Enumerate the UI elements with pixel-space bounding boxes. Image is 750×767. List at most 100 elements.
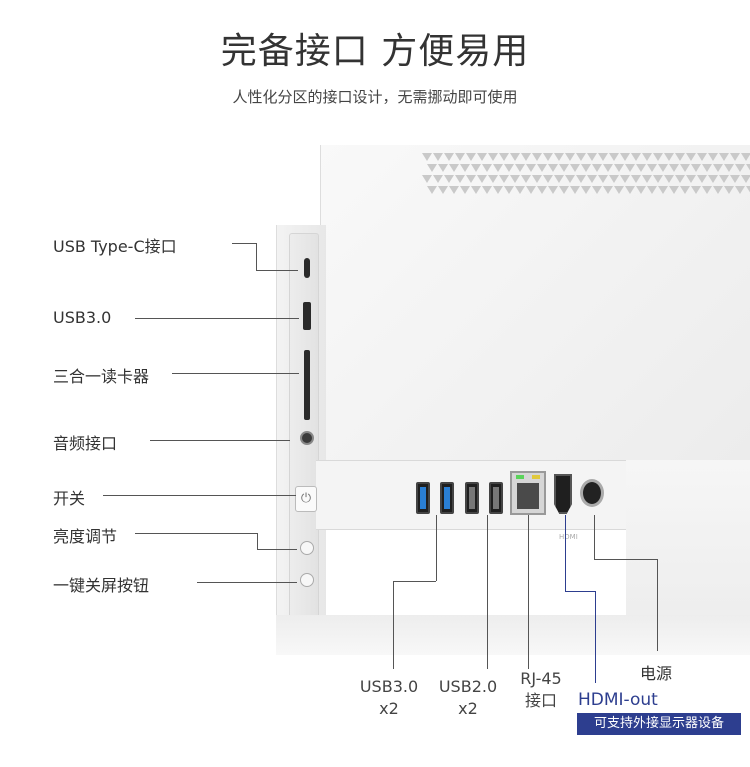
- vent-hole: [466, 153, 476, 161]
- power-button[interactable]: ⏻: [295, 486, 317, 512]
- rear-usb3-port-2[interactable]: [440, 482, 454, 514]
- label-power-in: 电源: [640, 664, 673, 683]
- vent-hole: [724, 186, 734, 194]
- vent-hole: [488, 153, 498, 161]
- usb-type-c-port[interactable]: [304, 258, 310, 278]
- card-reader-callout-line: [172, 373, 299, 374]
- usb3-callout-line: [135, 318, 299, 319]
- vent-hole: [477, 175, 487, 183]
- vent-hole: [537, 186, 547, 194]
- power-in-callout-line-v: [594, 515, 595, 559]
- vent-hole: [433, 175, 443, 183]
- vent-hole: [730, 153, 740, 161]
- vent-hole: [427, 164, 437, 172]
- vent-hole: [724, 164, 734, 172]
- vent-hole: [576, 153, 586, 161]
- vent-hole: [438, 164, 448, 172]
- usb20-name: USB2.0: [438, 677, 498, 696]
- vent-hole: [466, 175, 476, 183]
- vent-hole: [493, 164, 503, 172]
- vent-hole: [675, 153, 685, 161]
- vent-hole: [631, 175, 641, 183]
- vent-hole: [713, 186, 723, 194]
- vent-hole: [746, 186, 750, 194]
- vent-hole: [664, 175, 674, 183]
- vent-hole: [515, 164, 525, 172]
- label-hdmi-out: HDMI-out: [578, 690, 658, 710]
- brightness-button[interactable]: [300, 541, 314, 555]
- rj45-sub: 接口: [524, 691, 557, 710]
- vent-hole: [482, 164, 492, 172]
- vent-hole: [691, 164, 701, 172]
- vent-hole: [702, 164, 712, 172]
- rj45-activity-led: [532, 475, 540, 479]
- vent-hole: [686, 153, 696, 161]
- rj45-name: RJ-45: [520, 669, 562, 688]
- vent-hole: [554, 175, 564, 183]
- vent-hole: [460, 186, 470, 194]
- vent-hole: [713, 164, 723, 172]
- vent-hole: [565, 175, 575, 183]
- vent-hole: [603, 186, 613, 194]
- vent-hole: [471, 186, 481, 194]
- power-icon: ⏻: [300, 491, 312, 506]
- vent-hole: [449, 186, 459, 194]
- dc-power-jack[interactable]: [580, 479, 604, 507]
- usb30-callout-line-h: [393, 581, 436, 582]
- vent-hole: [526, 164, 536, 172]
- vent-hole: [504, 186, 514, 194]
- usb30-callout-line-v: [436, 515, 437, 581]
- vent-hole: [477, 153, 487, 161]
- power-in-callout-line-down: [657, 559, 658, 651]
- vent-hole: [620, 175, 630, 183]
- vent-hole: [449, 164, 459, 172]
- vent-hole: [658, 186, 668, 194]
- vent-hole: [609, 153, 619, 161]
- label-usb3: USB3.0: [53, 308, 112, 327]
- side-usb3-port[interactable]: [303, 302, 311, 330]
- rear-usb2-port-2[interactable]: [489, 482, 503, 514]
- power-callout-line: [103, 495, 296, 496]
- vent-hole: [444, 175, 454, 183]
- vent-hole: [653, 153, 663, 161]
- label-rj45: RJ-45 接口: [510, 668, 572, 712]
- vent-hole: [532, 175, 542, 183]
- vent-hole: [735, 186, 745, 194]
- vent-hole: [548, 186, 558, 194]
- vent-hole: [636, 164, 646, 172]
- vent-hole: [620, 153, 630, 161]
- vent-hole: [719, 153, 729, 161]
- vent-hole: [521, 153, 531, 161]
- page-title: 完备接口 方便易用: [220, 31, 530, 72]
- rear-usb2-port-1[interactable]: [465, 482, 479, 514]
- vent-hole: [664, 153, 674, 161]
- vent-hole: [543, 153, 553, 161]
- vent-hole: [697, 175, 707, 183]
- vent-hole: [576, 175, 586, 183]
- hdmi-port-mark: HDMI: [559, 533, 578, 541]
- card-reader-slot[interactable]: [304, 350, 310, 420]
- audio-jack[interactable]: [300, 431, 314, 445]
- vent-hole: [614, 186, 624, 194]
- screen-off-button[interactable]: [300, 573, 314, 587]
- brightness-callout-line-2: [257, 549, 297, 550]
- vent-hole: [559, 164, 569, 172]
- all-in-one-device: ⏻ HDMI: [276, 145, 750, 665]
- vent-hole: [532, 153, 542, 161]
- rj45-port[interactable]: [510, 471, 546, 515]
- vent-hole: [587, 175, 597, 183]
- usb30-callout-line-down: [393, 581, 394, 669]
- brightness-callout-line-v: [257, 533, 258, 549]
- vent-hole: [493, 186, 503, 194]
- vent-hole: [625, 186, 635, 194]
- vent-hole: [708, 153, 718, 161]
- vent-hole: [603, 164, 613, 172]
- usb20-count: x2: [458, 699, 478, 718]
- power-in-callout-line-h: [594, 559, 657, 560]
- hdmi-port[interactable]: [554, 474, 572, 514]
- usb30-count: x2: [379, 699, 399, 718]
- device-base: [276, 615, 750, 655]
- rear-usb3-port-1[interactable]: [416, 482, 430, 514]
- vent-hole: [521, 175, 531, 183]
- vent-hole: [548, 164, 558, 172]
